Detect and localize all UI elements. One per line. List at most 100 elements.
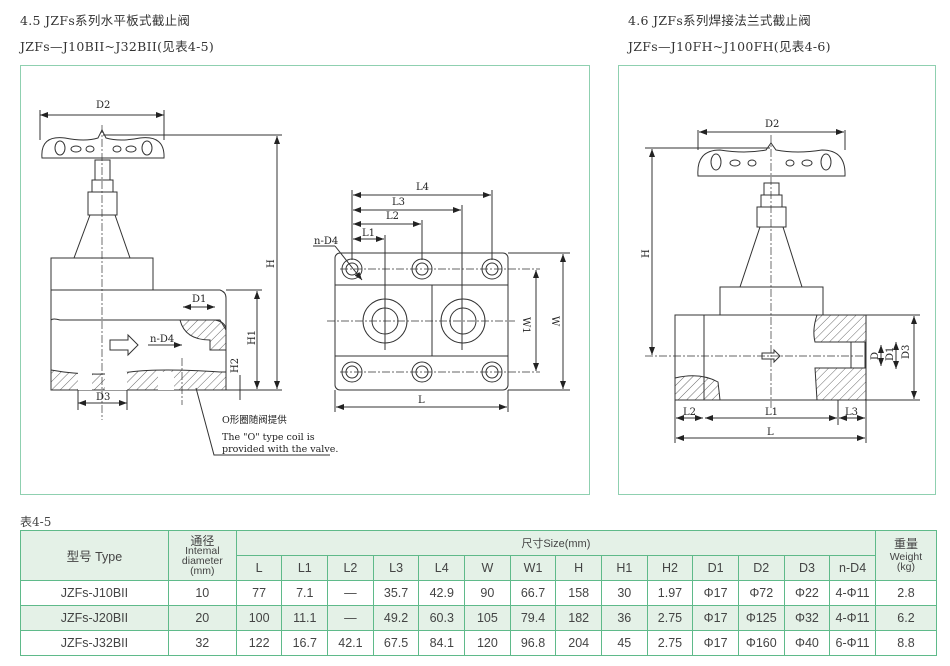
type-cell: JZFs-J20BII: [20, 605, 169, 631]
column-header-h: H: [555, 555, 602, 581]
value-cell: 84.1: [418, 630, 466, 656]
label-h2: H2: [230, 358, 241, 373]
table-caption: 表4-5: [20, 515, 52, 529]
column-header-n-d4: n-D4: [829, 555, 876, 581]
weight-header: 重量 Weight (kg): [874, 530, 938, 581]
column-header-l3: L3: [372, 555, 420, 581]
label-n-d4: n-D4: [150, 334, 174, 345]
right-section-title: 4.6 JZFs系列焊接法兰式截止阀: [628, 13, 812, 28]
weight-header-unit: (kg): [896, 561, 915, 573]
label-w1: W1: [520, 317, 531, 334]
value-cell: Φ72: [737, 580, 785, 606]
value-cell: Φ17: [692, 605, 739, 631]
value-cell: 11.1: [281, 605, 329, 631]
column-header-h1: H1: [601, 555, 648, 581]
left-valve-side-view: D2 H H1 H2 D1 n-D4 D3 O形圈随阀提供 The "O" ty…: [39, 100, 338, 456]
type-cell: JZFs-J32BII: [20, 630, 169, 656]
value-cell: 42.1: [327, 630, 374, 656]
value-cell: 79.4: [509, 605, 557, 631]
value-cell: 30: [601, 580, 648, 606]
value-cell: 6-Φ11: [829, 630, 876, 656]
column-header-l4: L4: [418, 555, 466, 581]
weight-header-cn: 重量: [893, 537, 918, 551]
value-cell: 8.8: [874, 630, 938, 656]
value-cell: 32: [167, 630, 237, 656]
value-cell: 36: [601, 605, 648, 631]
value-cell: 2.75: [646, 630, 694, 656]
value-cell: Φ40: [783, 630, 831, 656]
left-drawing-panel: [20, 65, 590, 495]
diameter-header-cn: 通径: [190, 533, 215, 548]
value-cell: 96.8: [509, 630, 557, 656]
value-cell: 7.1: [281, 580, 329, 606]
o-ring-note-en-2: provided with the valve.: [222, 444, 338, 455]
technical-drawings: D2 H H1 H2 D1 n-D4 D3 O形圈随阀提供 The "O" ty…: [39, 100, 920, 456]
left-valve-bottom-plate-view: L4 L3 L2 L1 n-D4 W W1 L: [313, 182, 570, 412]
column-header-w1: W1: [509, 555, 557, 581]
label-l: L: [418, 395, 425, 406]
diameter-header-unit: (mm): [190, 564, 215, 577]
label-h-right: H: [641, 249, 652, 258]
value-cell: —: [327, 605, 374, 631]
value-cell: 45: [601, 630, 648, 656]
value-cell: 4-Φ11: [829, 605, 876, 631]
value-cell: 4-Φ11: [829, 580, 876, 606]
size-header: 尺寸Size(mm): [235, 530, 876, 556]
label-l3: L3: [392, 197, 405, 208]
column-header-d3: D3: [783, 555, 831, 581]
value-cell: 67.5: [372, 630, 420, 656]
label-l1-right: L1: [765, 407, 778, 418]
value-cell: Φ17: [692, 630, 739, 656]
value-cell: Φ160: [737, 630, 785, 656]
column-header-d2: D2: [737, 555, 785, 581]
label-w: W: [549, 316, 560, 327]
label-d-right: D: [870, 352, 881, 360]
value-cell: 204: [555, 630, 602, 656]
value-cell: 66.7: [509, 580, 557, 606]
spec-table: 型号 Type 通径 Intemal diameter (mm) 尺寸Size(…: [20, 530, 938, 656]
value-cell: 120: [464, 630, 511, 656]
right-drawing-panel: [618, 65, 936, 495]
value-cell: 105: [464, 605, 511, 631]
value-cell: 6.2: [874, 605, 938, 631]
value-cell: 60.3: [418, 605, 466, 631]
diameter-header-en1: Intemal: [185, 544, 220, 557]
label-n-d4-plate: n-D4: [314, 236, 338, 247]
label-d2: D2: [96, 100, 110, 111]
label-d1-right: D1: [885, 347, 896, 361]
value-cell: Φ125: [737, 605, 785, 631]
weight-header-en: Weight: [889, 551, 923, 563]
left-section-title: 4.5 JZFs系列水平板式截止阀: [20, 13, 191, 28]
column-header-l: L: [235, 555, 283, 581]
type-cell: JZFs-J10BII: [20, 580, 169, 606]
value-cell: 20: [167, 605, 237, 631]
diameter-header: 通径 Intemal diameter (mm): [167, 530, 237, 581]
value-cell: 49.2: [372, 605, 420, 631]
value-cell: 182: [555, 605, 602, 631]
label-l2-right: L2: [683, 407, 696, 418]
left-section-subtitle: JZFs—J10BII~J32BII(见表4-5): [20, 39, 215, 54]
label-l4: L4: [416, 182, 429, 193]
right-valve-side-view: D2 H D3 D D1 L2 L1 L3 L: [641, 119, 920, 443]
value-cell: 1.97: [646, 580, 694, 606]
label-h1: H1: [247, 330, 258, 345]
value-cell: 2.8: [874, 580, 938, 606]
value-cell: 77: [235, 580, 283, 606]
label-l2: L2: [386, 211, 399, 222]
column-header-l1: L1: [281, 555, 329, 581]
value-cell: 100: [235, 605, 283, 631]
type-header: 型号 Type: [20, 530, 169, 581]
value-cell: 158: [555, 580, 602, 606]
value-cell: Φ17: [692, 580, 739, 606]
value-cell: Φ32: [783, 605, 831, 631]
label-l-right: L: [767, 427, 774, 438]
value-cell: 10: [167, 580, 237, 606]
label-d2-right: D2: [765, 119, 779, 130]
value-cell: 90: [464, 580, 511, 606]
label-d3-right: D3: [901, 345, 912, 359]
o-ring-note-cn: O形圈随阀提供: [222, 414, 287, 426]
right-section-subtitle: JZFs—J10FH~J100FH(见表4-6): [628, 39, 831, 54]
